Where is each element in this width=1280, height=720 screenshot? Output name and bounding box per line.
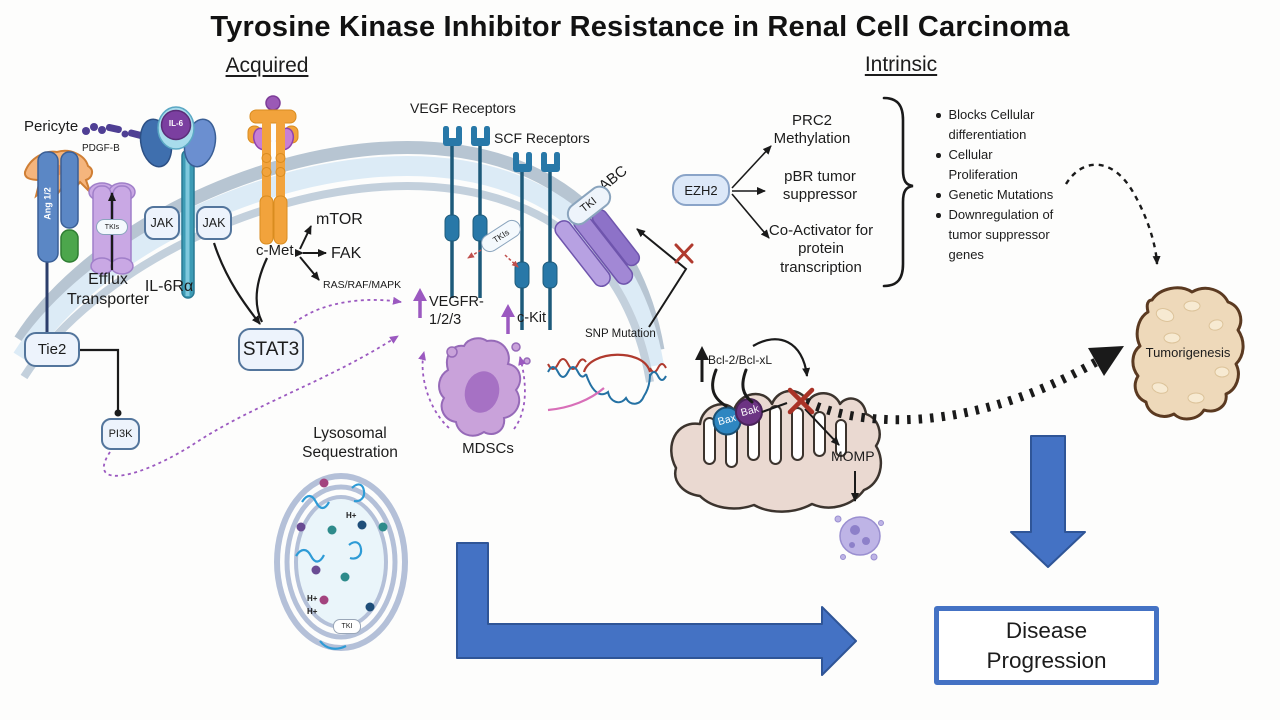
mdscs-label: MDSCs xyxy=(462,440,514,457)
tki-inhibition-arrows xyxy=(467,249,519,268)
list-item: Blocks Cellular differentiation xyxy=(936,105,1086,145)
efflux-transporter-label: Efflux Transporter xyxy=(66,271,150,308)
pbr-suppressor-label: pBR tumor suppressor xyxy=(782,168,858,204)
flow-arrows xyxy=(456,435,1086,676)
lysosomal-sequestration-label: Lysosomal Sequestration xyxy=(302,425,398,461)
list-item: Cellular Proliferation xyxy=(936,145,1086,185)
section-heading-acquired: Acquired xyxy=(225,54,309,77)
intrinsic-effects-list: Blocks Cellular differentiation Cellular… xyxy=(936,105,1086,265)
hplus-label-1: H+ xyxy=(346,511,357,520)
upregulation-arrows xyxy=(413,288,515,334)
tumor-blob xyxy=(1131,286,1245,421)
dashed-purple-arrows xyxy=(103,296,526,477)
bullet-dot xyxy=(936,213,941,218)
stat3-node: STAT3 xyxy=(238,328,304,371)
coactivator-label: Co-Activator for protein transcription xyxy=(768,222,874,276)
abc-transporter-shape xyxy=(554,209,641,288)
hplus-label-3: H+ xyxy=(307,607,318,616)
il6-receptor xyxy=(139,106,217,299)
jak-pill-left: JAK xyxy=(144,206,180,240)
bullet-dot xyxy=(936,153,941,158)
prc2-methylation-label: PRC2 Methylation xyxy=(773,112,851,148)
disease-progression-box: Disease Progression xyxy=(934,606,1159,685)
l-shaped-arrow xyxy=(456,542,857,676)
mtor-label: mTOR xyxy=(316,211,363,228)
ang-receptor-label: Ang 1/2 xyxy=(42,187,53,220)
bcl2-label: Bcl-2/Bcl-xL xyxy=(708,353,773,367)
bullet-dot xyxy=(936,113,941,118)
snp-mutation-label: SNP Mutation xyxy=(585,328,656,340)
ckit-label: c-Kit xyxy=(517,310,546,326)
section-heading-intrinsic: Intrinsic xyxy=(864,53,938,76)
il6ra-label: IL-6Rα xyxy=(144,278,194,295)
ras-raf-mapk-label: RAS/RAF/MAPK xyxy=(323,279,402,291)
efflux-transporter-shape xyxy=(88,182,136,275)
tie2-node: Tie2 xyxy=(24,332,80,367)
list-item: Downregulation of tumor suppressor genes xyxy=(936,205,1086,265)
momp-label: MOMP xyxy=(831,448,875,464)
pdgfb-label: PDGF-B xyxy=(82,143,120,154)
tumorigenesis-label: Tumorigenesis xyxy=(1145,345,1231,360)
pi3k-node: PI3K xyxy=(101,418,140,450)
connectors xyxy=(80,145,1161,502)
ezh2-node: EZH2 xyxy=(672,174,730,206)
efflux-tkis-pill: TKIs xyxy=(96,219,128,235)
bullet-dot xyxy=(936,193,941,198)
fak-label: FAK xyxy=(331,245,362,262)
intrinsic-brace xyxy=(882,96,914,288)
vegf-receptors-label: VEGF Receptors xyxy=(410,100,516,116)
scf-receptors-label: SCF Receptors xyxy=(494,130,590,146)
apoptotic-cell xyxy=(834,515,884,561)
cmet-label: c-Met xyxy=(256,242,294,259)
lysosome-tki-pill: TKI xyxy=(333,619,361,634)
mdsc-cell xyxy=(438,337,531,437)
hplus-label-2: H+ xyxy=(307,594,318,603)
pericyte-label: Pericyte xyxy=(24,118,79,135)
down-arrow xyxy=(1010,435,1086,568)
ang-receptor xyxy=(37,151,79,333)
page-title: Tyrosine Kinase Inhibitor Resistance in … xyxy=(210,11,1070,43)
blocked-x-bcl xyxy=(787,387,815,415)
scf-receptors-shape xyxy=(513,152,560,330)
vegfr-label: VEGFR-1/2/3 xyxy=(429,294,484,328)
list-item: Genetic Mutations xyxy=(936,185,1086,205)
jak-pill-right: JAK xyxy=(196,206,232,240)
il6-ligand-label: IL-6 xyxy=(168,119,184,128)
cmet-receptor xyxy=(247,95,299,245)
vegf-receptors-shape xyxy=(443,126,490,298)
blocked-x-abc xyxy=(674,243,694,264)
snp-dna xyxy=(547,353,667,412)
bax-bak xyxy=(712,398,763,436)
